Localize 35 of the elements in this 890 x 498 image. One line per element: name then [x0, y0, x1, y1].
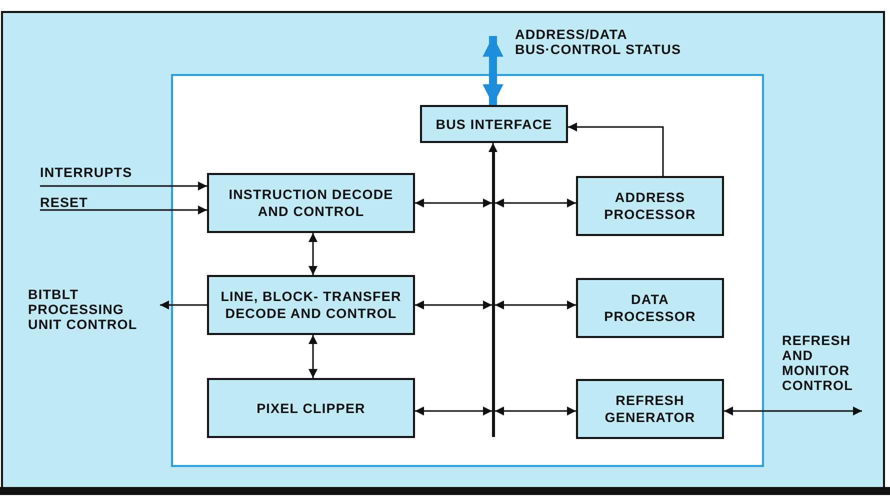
block-box — [576, 379, 724, 439]
block-label: REFRESH AND MONITOR CONTROL — [782, 333, 854, 393]
block-box — [207, 378, 415, 438]
block-box — [207, 275, 415, 335]
block-box — [576, 176, 724, 236]
arrow — [160, 300, 207, 310]
block-label: DATA PROCESSOR — [603, 291, 697, 325]
signal-label: BITBLT PROCESSING UNIT CONTROL — [28, 286, 138, 332]
arrow — [568, 122, 664, 176]
arrow — [40, 182, 207, 190]
block-label: ADDRESS PROCESSOR — [603, 189, 697, 223]
block-label: INSTRUCTION DECODE AND CONTROL — [228, 186, 394, 220]
signal-label: ADDRESS/DATA BUS·CONTROL STATUS — [515, 27, 682, 57]
arrow — [308, 233, 318, 275]
arrow — [415, 300, 492, 310]
block-box — [576, 278, 724, 338]
block-box — [420, 105, 568, 143]
block-label: PIXEL CLIPPER — [256, 400, 366, 416]
arrow — [724, 406, 862, 416]
block-label: LINE, BLOCK- TRANSFER DECODE AND CONTROL — [220, 288, 402, 322]
block-label: REFRESH GENERATOR — [604, 392, 696, 426]
bus-line — [492, 150, 495, 437]
block-box — [207, 173, 415, 233]
arrow — [495, 406, 576, 416]
arrow — [495, 300, 576, 310]
block-label: RESET — [40, 195, 88, 210]
arrow — [488, 143, 498, 152]
arrow — [308, 335, 318, 378]
arrow — [495, 198, 576, 208]
arrow — [40, 206, 207, 214]
block-label: INTERRUPTS — [40, 165, 132, 180]
block-label: BUS INTERFACE — [436, 116, 552, 132]
bus-arrow — [482, 36, 504, 105]
arrow — [415, 198, 492, 208]
arrow — [415, 406, 492, 416]
